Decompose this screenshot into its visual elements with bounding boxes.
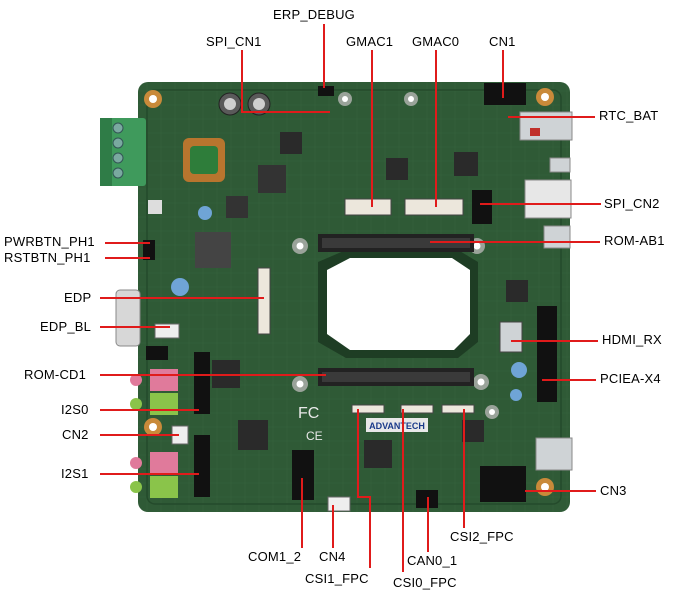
- label-com1-2: COM1_2: [248, 549, 302, 564]
- right-edge-ports: [499, 111, 573, 471]
- label-spi-cn2: SPI_CN2: [604, 196, 660, 211]
- label-gmac0: GMAC0: [412, 34, 460, 49]
- leader-csi1-fpc: [357, 409, 371, 568]
- power-components: [148, 92, 286, 296]
- leader-spi-cn1: [241, 50, 330, 113]
- label-rtc-bat: RTC_BAT: [599, 108, 659, 123]
- label-rom-cd1: ROM-CD1: [24, 367, 87, 382]
- soc-window: [327, 258, 470, 350]
- soc-module: [318, 250, 478, 358]
- ic-chips: [212, 132, 528, 468]
- label-cn1: CN1: [489, 34, 516, 49]
- label-i2s0: I2S0: [61, 402, 89, 417]
- label-csi1-fpc: CSI1_FPC: [305, 571, 369, 586]
- fpc-connectors: [257, 198, 475, 414]
- label-i2s1: I2S1: [61, 466, 89, 481]
- label-hdmi-rx: HDMI_RX: [602, 332, 662, 347]
- label-cn2: CN2: [62, 427, 89, 442]
- label-csi0-fpc: CSI0_FPC: [393, 575, 457, 590]
- label-spi-cn1: SPI_CN1: [206, 34, 262, 49]
- label-cn3: CN3: [600, 483, 627, 498]
- label-edp-bl: EDP_BL: [40, 319, 92, 334]
- pin-headers: [143, 83, 557, 508]
- label-edp: EDP: [64, 290, 92, 305]
- label-gmac1: GMAC1: [346, 34, 394, 49]
- label-csi2-fpc: CSI2_FPC: [450, 529, 514, 544]
- label-cn4: CN4: [319, 549, 346, 564]
- label-rstbtn-ph1: RSTBTN_PH1: [4, 250, 91, 265]
- ce-mark-icon: CE: [306, 429, 323, 443]
- db9-connector: [115, 289, 141, 347]
- leader-lines: [100, 24, 601, 572]
- board-markings: ADVANTECH FC CE: [298, 405, 428, 443]
- label-pwrbtn-ph1: PWRBTN_PH1: [4, 234, 95, 249]
- brand-logo: ADVANTECH: [369, 421, 425, 431]
- label-can0-1: CAN0_1: [407, 553, 458, 568]
- board-connectors: [318, 234, 474, 386]
- label-rom-ab1: ROM-AB1: [604, 233, 665, 248]
- pcie-slot: [537, 306, 557, 402]
- label-erp-debug: ERP_DEBUG: [273, 7, 355, 22]
- power-terminal-block: [100, 118, 146, 186]
- label-pciea-x4: PCIEA-X4: [600, 371, 661, 386]
- fc-mark-icon: FC: [298, 405, 319, 422]
